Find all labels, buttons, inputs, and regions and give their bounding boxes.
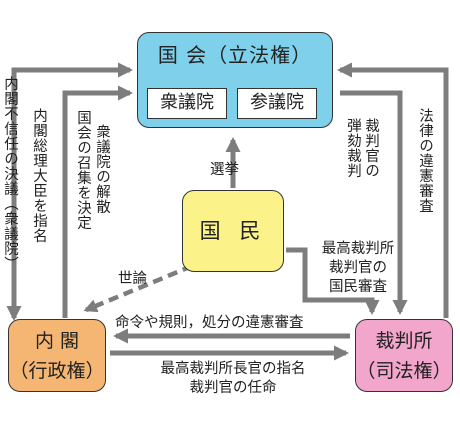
cabinet-box: 内 閣 （行政権） bbox=[8, 319, 106, 392]
arrow-national-review bbox=[286, 247, 380, 315]
label-election: 選挙 bbox=[210, 162, 239, 178]
arrow-impeachment bbox=[340, 90, 408, 315]
label-no-confidence: 内閣不信任の決議（衆議院） bbox=[2, 76, 18, 271]
court-box: 裁判所 （司法権） bbox=[355, 319, 453, 392]
arrow-public-opinion bbox=[83, 263, 193, 313]
label-impeachment-1: 裁判官の bbox=[363, 118, 379, 178]
diet-box: 国 会（立法権） 衆議院 参議院 bbox=[137, 32, 333, 128]
label-pm-designation: 内閣総理大臣を指名 bbox=[31, 108, 47, 243]
arrow-no-confidence bbox=[6, 62, 133, 321]
label-impeachment-2: 弾劾裁判 bbox=[345, 118, 361, 178]
label-public-opinion: 世論 bbox=[118, 271, 147, 287]
court-power-label: （司法権） bbox=[356, 360, 452, 382]
cabinet-label: 内 閣 bbox=[34, 330, 80, 352]
court-label: 裁判所 bbox=[375, 330, 433, 352]
diet-title: 国 会（立法権） bbox=[157, 43, 313, 67]
label-convocation: 国会の召集を決定 bbox=[75, 110, 91, 230]
label-orders-review: 命令や規則，処分の違憲審査 bbox=[115, 315, 304, 331]
label-appointment-1: 最高裁判所長官の指名 bbox=[160, 361, 306, 377]
label-appointment: 最高裁判所長官の指名 裁判官の任命 bbox=[138, 360, 328, 398]
label-judicial-review: 法律の違憲審査 bbox=[417, 108, 433, 213]
cabinet-power-label: （行政権） bbox=[9, 360, 105, 382]
label-national-review-3: 国民審査 bbox=[329, 279, 387, 295]
label-dissolution: 衆議院の解散 bbox=[94, 124, 110, 214]
arrow-dissolution bbox=[62, 85, 133, 318]
house-of-representatives: 衆議院 bbox=[147, 88, 227, 119]
house-of-councillors: 参議院 bbox=[237, 88, 317, 119]
label-appointment-2: 裁判官の任命 bbox=[189, 380, 277, 396]
label-national-review: 最高裁判所 裁判官の 国民審査 bbox=[312, 240, 404, 297]
people-box: 国 民 bbox=[182, 190, 284, 272]
label-national-review-2: 裁判官の bbox=[329, 260, 387, 276]
label-national-review-1: 最高裁判所 bbox=[321, 241, 395, 257]
arrow-judicial-review bbox=[337, 62, 449, 318]
